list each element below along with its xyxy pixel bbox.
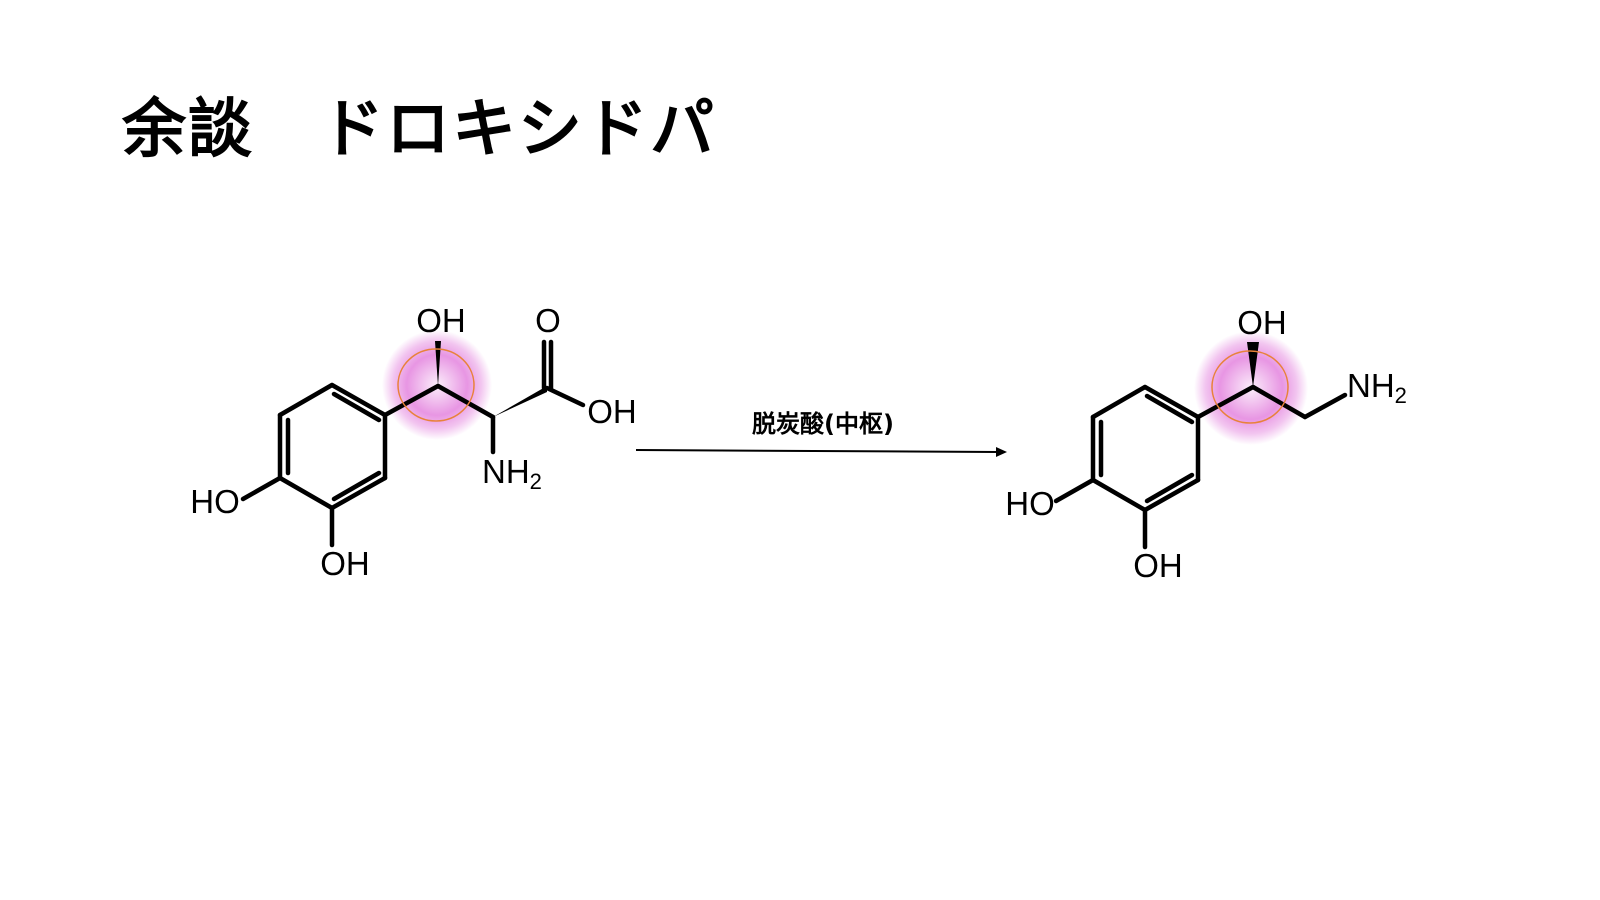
reaction-arrow: 脱炭酸(中枢) <box>635 410 1007 457</box>
benzene-ring <box>277 382 388 511</box>
label-oh-ring: OH <box>320 545 370 582</box>
label-oh-acid: OH <box>587 393 637 430</box>
benzene-ring <box>1090 384 1201 513</box>
wedge-bond <box>435 341 441 386</box>
chiral-center-circle <box>1211 350 1289 424</box>
label-o: O <box>535 302 561 339</box>
chiral-center-circle <box>397 348 475 422</box>
label-nh2: NH2 <box>1347 367 1407 408</box>
product-norepinephrine: OH NH2 HO OH <box>1005 304 1407 584</box>
label-oh: OH <box>1237 304 1287 341</box>
slide-title: 余談 ドロキシドパ <box>122 93 716 167</box>
wedge-bond <box>493 386 547 417</box>
label-oh-ring: OH <box>1133 547 1183 584</box>
label-ho: HO <box>190 483 240 520</box>
reaction-condition: 脱炭酸(中枢) <box>752 410 894 438</box>
label-nh2: NH2 <box>482 453 542 494</box>
wedge-bond <box>1247 342 1259 387</box>
label-ho: HO <box>1005 485 1055 522</box>
reactant-droxidopa: OH O OH NH2 HO OH <box>190 302 637 582</box>
label-oh: OH <box>416 302 466 339</box>
